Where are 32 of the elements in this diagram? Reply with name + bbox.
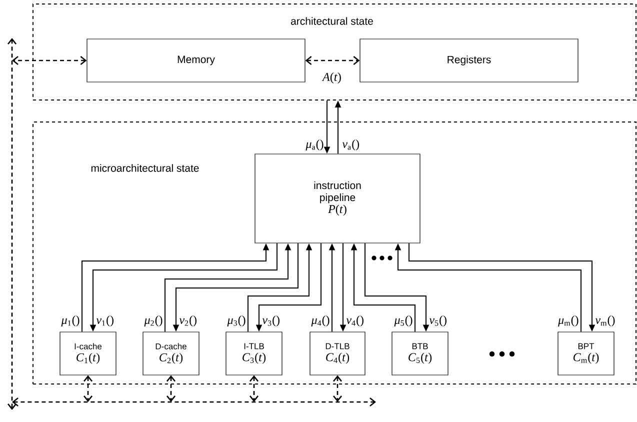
dashed-arrow xyxy=(12,56,87,65)
edge-label: μ$_{1}$() xyxy=(61,316,80,326)
cache-box: BTB C$_{5}$(t) xyxy=(392,332,448,376)
edge-label: μ$_{3}$() xyxy=(227,316,246,326)
cache-box: I-cache C$_{1}$(t) xyxy=(60,332,116,376)
process-box: instruction pipeline P(t) xyxy=(254,154,420,244)
dashed-arrow xyxy=(84,375,93,402)
cache-box: BPT C$_{m}$(t) xyxy=(558,332,614,376)
frame-title: microarchitectural state xyxy=(91,164,199,172)
edge-label: ν$_{2}$() xyxy=(179,316,196,326)
dashed-arrow xyxy=(250,375,259,402)
cache-box: D-TLB C$_{4}$(t) xyxy=(310,332,366,376)
edge-label: ν$_{a}$() xyxy=(342,140,360,150)
edge-label: ν$_{3}$() xyxy=(262,316,280,326)
edge-label: μ$_{4}$() xyxy=(311,316,330,326)
process-box: Registers xyxy=(360,38,578,82)
cache-box: D-cache C$_{2}$(t) xyxy=(142,332,200,376)
process-box: Memory xyxy=(86,38,306,82)
edge-label: μ$_{2}$() xyxy=(144,316,162,326)
edge-label: ν$_{1}$() xyxy=(96,316,114,326)
state-label: A(t) xyxy=(322,72,341,84)
frame-title: architectural state xyxy=(291,17,373,25)
edge-label: ν$_{5}$() xyxy=(429,316,446,326)
edge-label: μ$_{5}$() xyxy=(394,316,412,326)
dashed-arrow xyxy=(333,375,342,402)
edge-label: ν$_{4}$() xyxy=(346,316,364,326)
edge-label: μ$_{m}$() xyxy=(558,316,578,326)
dashed-arrow xyxy=(166,375,176,402)
edge-label: μ$_{a}$() xyxy=(306,140,324,150)
dashed-arrow xyxy=(305,56,360,65)
edge-label: ν$_{m}$() xyxy=(595,316,615,326)
cache-box: I-TLB C$_{3}$(t) xyxy=(226,332,282,376)
